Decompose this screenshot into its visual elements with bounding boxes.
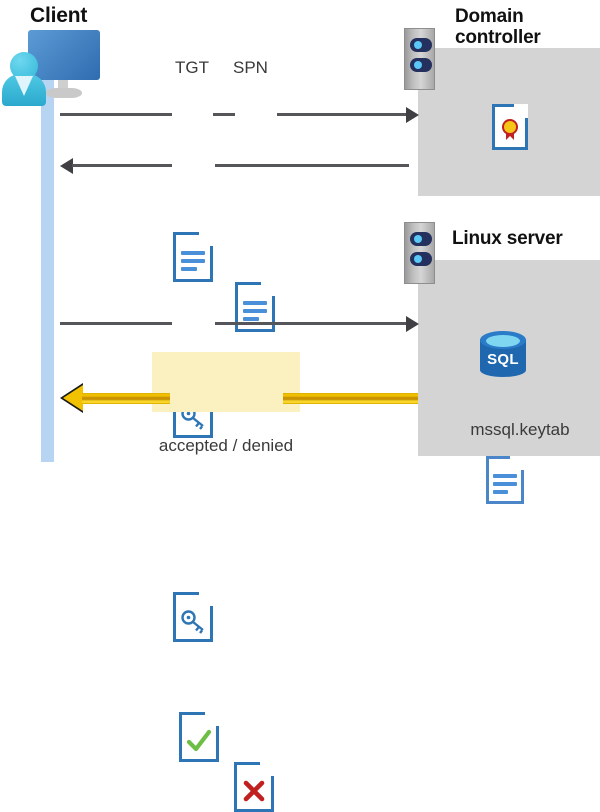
result-caption: accepted / denied — [158, 436, 294, 455]
keytab-document-icon — [486, 456, 524, 504]
client-monitor-icon — [28, 30, 100, 80]
service-request-line-left — [60, 322, 172, 325]
spn-label: SPN — [233, 58, 268, 77]
ticket-reply-line-left — [72, 164, 172, 167]
client-title: Client — [30, 4, 88, 27]
request-line-right — [277, 113, 409, 116]
server-led-2 — [410, 252, 432, 266]
checkmark-icon — [186, 729, 212, 752]
server-led-2 — [410, 58, 432, 72]
client-monitor-neck — [58, 80, 68, 92]
domain-controller-title: Domain controller — [455, 6, 600, 49]
spn-line-2 — [243, 309, 267, 313]
server-led-1 — [410, 38, 432, 52]
linux-server-server-icon — [404, 222, 435, 284]
tgt-line-2 — [181, 259, 205, 263]
request-arrowhead — [406, 107, 419, 123]
service-key-document-fold-notch — [199, 592, 213, 606]
domain-controller-server-icon — [404, 28, 435, 90]
keytab-document-fold-notch — [510, 456, 524, 470]
accepted-document-fold-notch — [205, 712, 219, 726]
certificate-document-icon — [492, 104, 528, 150]
client-lifeline — [41, 78, 54, 462]
accepted-document-icon — [179, 712, 219, 762]
tgt-label: TGT — [175, 58, 209, 77]
result-line-left — [82, 393, 170, 404]
certificate-seal-icon — [502, 119, 518, 140]
sql-badge-label: SQL — [487, 351, 519, 368]
result-line-right — [283, 393, 418, 404]
linux-server-title: Linux server — [452, 228, 600, 249]
spn-line-1 — [243, 301, 267, 305]
result-highlight-box — [152, 352, 300, 412]
cross-icon — [243, 780, 265, 802]
tgt-line-1 — [181, 251, 205, 255]
service-key-document-icon — [173, 592, 213, 642]
key-icon — [181, 610, 204, 634]
server-led-1 — [410, 232, 432, 246]
ticket-reply-line-right — [215, 164, 409, 167]
denied-document-icon — [234, 762, 274, 812]
certificate-document-fold-notch — [514, 104, 528, 118]
keytab-line-3 — [493, 490, 508, 494]
sql-database-icon: SQL — [480, 331, 526, 383]
keytab-file-label: mssql.keytab — [470, 420, 570, 439]
request-line-left — [60, 113, 172, 116]
tgt-line-3 — [181, 267, 197, 271]
domain-controller-title-line1: Domain — [455, 6, 524, 27]
tgt-document-fold-notch — [199, 232, 213, 246]
domain-controller-title-line2: controller — [455, 27, 541, 49]
keytab-line-2 — [493, 482, 517, 486]
ticket-reply-arrowhead — [60, 158, 73, 174]
request-line-middle — [213, 113, 235, 116]
sql-cylinder-inner — [486, 335, 520, 347]
tgt-document-icon — [173, 232, 213, 282]
linux-server-title-text: Linux server — [452, 228, 563, 249]
keytab-line-1 — [493, 474, 517, 478]
service-request-arrowhead — [406, 316, 419, 332]
denied-document-fold-notch — [260, 762, 274, 776]
service-request-line-right — [215, 322, 409, 325]
spn-document-fold-notch — [261, 282, 275, 296]
client-monitor-base — [46, 88, 82, 98]
spn-line-3 — [243, 317, 259, 321]
result-arrowhead — [63, 385, 83, 411]
client-person-collar — [15, 76, 33, 96]
